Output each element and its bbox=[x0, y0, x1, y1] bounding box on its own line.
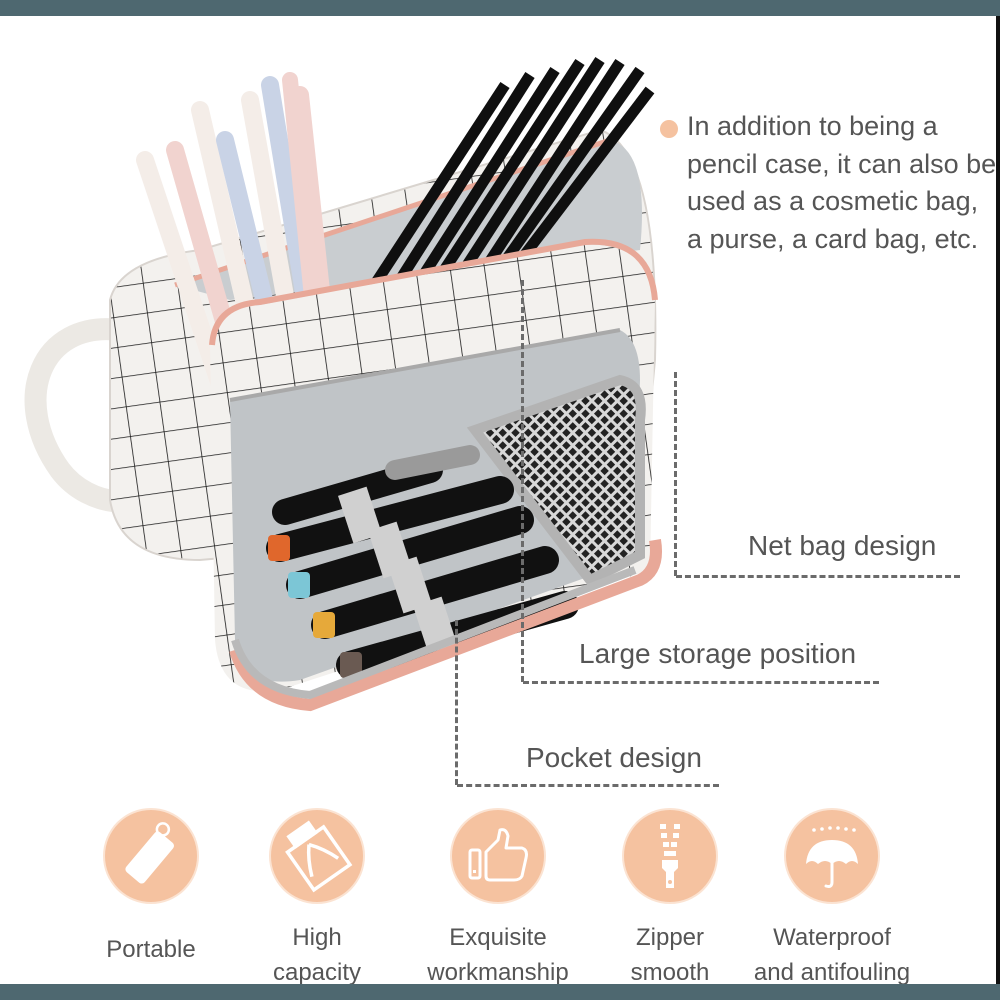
dot-icon bbox=[660, 120, 678, 138]
callout-pocket: Pocket design bbox=[526, 742, 702, 773]
feature-label: High capacity bbox=[272, 924, 362, 986]
umbrella-rain-icon bbox=[786, 810, 878, 902]
frame-bottom-border bbox=[0, 984, 1000, 1000]
pencil-case-icon bbox=[105, 810, 197, 902]
frame-top-border bbox=[0, 0, 1000, 16]
features-row: Portable High capacity bbox=[0, 810, 1000, 986]
zipper-icon bbox=[624, 810, 716, 902]
pocket-leader-horizontal bbox=[457, 784, 719, 787]
description-text: In addition to being a pencil case, it c… bbox=[687, 111, 997, 254]
feature-exquisite-workmanship: Exquisite workmanship bbox=[413, 810, 583, 990]
callout-net-bag: Net bag design bbox=[748, 530, 937, 561]
frame-right-border bbox=[996, 16, 1000, 984]
feature-waterproof: Waterproof and antifouling bbox=[747, 810, 917, 990]
product-photo bbox=[24, 57, 662, 712]
callout-large-storage: Large storage position bbox=[579, 638, 857, 669]
feature-label: Waterproof and antifouling bbox=[753, 924, 911, 986]
feature-high-capacity: High capacity bbox=[232, 810, 402, 990]
feature-label: Exquisite workmanship bbox=[427, 924, 569, 986]
net-bag-leader-horizontal bbox=[676, 575, 960, 578]
feature-label: Portable bbox=[106, 936, 196, 963]
thumbs-up-icon bbox=[452, 810, 544, 902]
pocket-leader-vertical bbox=[455, 620, 458, 785]
large-storage-leader-vertical bbox=[521, 280, 524, 682]
open-book-capacity-icon bbox=[271, 810, 363, 902]
net-bag-leader-vertical bbox=[674, 372, 677, 576]
feature-label: Zipper smooth bbox=[630, 924, 710, 986]
feature-portable: Portable bbox=[66, 810, 236, 967]
large-storage-leader-horizontal bbox=[523, 681, 879, 684]
feature-zipper-smooth: Zipper smooth bbox=[585, 810, 755, 990]
